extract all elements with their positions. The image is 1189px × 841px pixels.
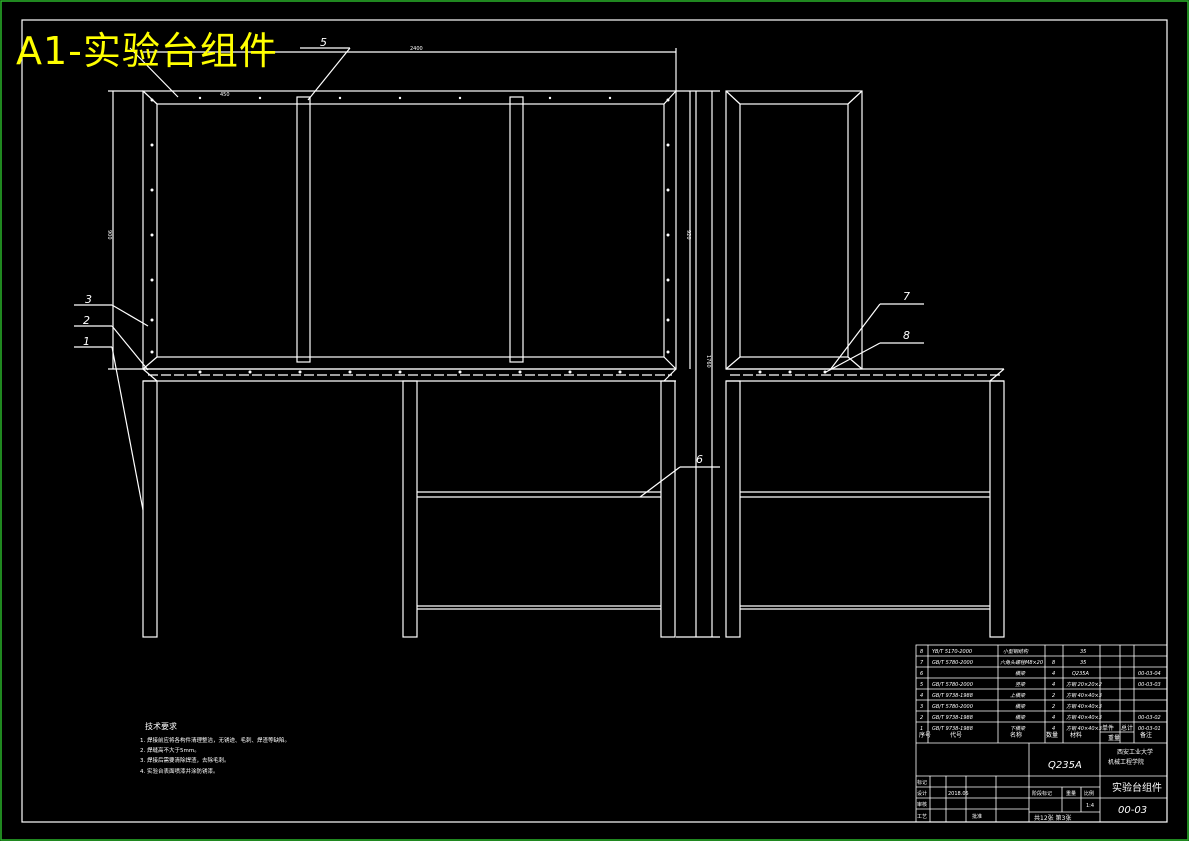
part-2-no: 2 — [920, 715, 923, 721]
hdr-qty: 数量 — [1046, 731, 1058, 739]
part-2-material: 方钢 40×40×3 — [1066, 714, 1102, 721]
part-5-no: 5 — [920, 682, 923, 688]
part-5-code: GB/T 5780-2000 — [932, 682, 973, 688]
part-1-note: 00-03-01 — [1138, 726, 1161, 732]
dim-top-width: 2400 — [410, 46, 423, 52]
part-3-qty: 2 — [1052, 704, 1055, 710]
material-label: Q235A — [1048, 760, 1082, 771]
scale-label: 比例 — [1084, 790, 1094, 797]
part-4-material: 方钢 40×40×3 — [1066, 692, 1102, 699]
callout-8: 8 — [903, 329, 910, 342]
part-5-material: 方钢 20×20×2 — [1066, 681, 1102, 688]
front-view — [74, 47, 720, 638]
part-4-code: GB/T 9738-1988 — [932, 693, 973, 699]
part-1-no: 1 — [920, 726, 923, 732]
part-4-no: 4 — [920, 693, 923, 699]
part-6-qty: 4 — [1052, 671, 1055, 677]
tech-item-3: 3. 焊接后需要清除焊渣，去除毛刺。 — [140, 756, 230, 764]
part-6-note: 00-03-04 — [1138, 671, 1161, 677]
part-3-no: 3 — [920, 704, 923, 710]
sheet-count: 共12张 第3张 — [1034, 814, 1071, 822]
design-date: 2018.05 — [948, 791, 969, 797]
callout-6: 6 — [696, 453, 703, 466]
dim-sub-spacing: 450 — [220, 92, 230, 98]
drawing-title: A1-实验台组件 — [16, 29, 278, 73]
hdr-name: 名称 — [1010, 731, 1022, 739]
row-process: 工艺 — [917, 814, 927, 820]
dept-name: 机械工程学院 — [1108, 758, 1144, 766]
bolt-dots — [150, 96, 670, 374]
part-2-note: 00-03-02 — [1138, 715, 1161, 721]
weight-label: 重量 — [1066, 790, 1076, 797]
drawing-no: 00-03 — [1118, 805, 1147, 816]
part-5-qty: 4 — [1052, 682, 1055, 688]
callout-7: 7 — [903, 290, 910, 303]
part-5-note: 00-03-03 — [1138, 682, 1161, 688]
part-2-code: GB/T 9738-1988 — [932, 715, 973, 721]
hdr-single: 单件 — [1102, 724, 1114, 732]
title-block-text: Q235A 西安工业大学 机械工程学院 实验台组件 00-03 阶段标记 重量 … — [917, 748, 1162, 822]
hdr-material: 材料 — [1070, 731, 1082, 739]
part-8-name: 小型钢结构 — [1003, 648, 1029, 655]
side-view — [725, 90, 1005, 638]
callout-5: 5 — [320, 36, 327, 49]
tech-item-4: 4. 实验台表面喷漆并涂防锈漆。 — [140, 767, 219, 775]
hdr-code: 代号 — [950, 731, 962, 739]
part-8-no: 8 — [920, 649, 923, 655]
part-2-name: 横梁 — [1015, 714, 1026, 721]
part-7-qty: 8 — [1052, 660, 1055, 666]
hdr-total: 总计 — [1121, 724, 1133, 732]
part-5-name: 竖梁 — [1015, 681, 1026, 688]
parts-header: 序号 代号 名称 数量 材料 单件 总计 重量 备注 — [919, 724, 1152, 742]
row-design: 设计 — [917, 790, 927, 797]
part-2-qty: 4 — [1052, 715, 1055, 721]
inner-border — [21, 19, 1168, 823]
title-block — [915, 644, 1168, 823]
row-review: 审核 — [917, 801, 927, 808]
part-6-material: Q235A — [1072, 671, 1089, 677]
tech-item-1: 1. 焊接前应将各构件清理整洁，无锈迹、毛刺、焊渣等缺陷。 — [140, 736, 290, 744]
part-4-name: 上横梁 — [1010, 692, 1026, 699]
part-3-code: GB/T 5780-2000 — [932, 704, 973, 710]
dim-right-upper: 920 — [685, 230, 691, 240]
hdr-no: 序号 — [919, 731, 931, 739]
parts-list: 8 YB/T 5170-2000 小型钢结构 35 7 GB/T 5780-20… — [920, 648, 1161, 721]
callout-2: 2 — [83, 314, 90, 327]
stage-label: 阶段标记 — [1032, 790, 1052, 797]
approve-label: 批准 — [972, 813, 982, 820]
dim-right-total: 1760 — [705, 355, 711, 368]
part-3-name: 横梁 — [1015, 703, 1026, 710]
part-6-name: 横梁 — [1015, 670, 1026, 677]
part-1-name: 下横梁 — [1010, 725, 1026, 732]
hdr-note: 备注 — [1140, 731, 1152, 739]
part-6-no: 6 — [920, 671, 923, 677]
tech-requirements: 技术要求 1. 焊接前应将各构件清理整洁，无锈迹、毛刺、焊渣等缺陷。 2. 焊缝… — [140, 721, 290, 775]
tech-item-2: 2. 焊缝高不大于5mm。 — [140, 746, 200, 754]
callout-3: 3 — [85, 293, 92, 306]
scale-value: 1:4 — [1086, 803, 1094, 809]
drawing-name: 实验台组件 — [1112, 781, 1162, 794]
part-1-qty: 4 — [1052, 726, 1055, 732]
tech-heading: 技术要求 — [145, 721, 177, 731]
part-1-material: 方钢 40×40×3 — [1066, 725, 1102, 732]
part-3-material: 方钢 40×40×3 — [1066, 703, 1102, 710]
school-name: 西安工业大学 — [1117, 748, 1153, 756]
part-7-material: 35 — [1080, 660, 1086, 666]
dim-left-height: 900 — [106, 230, 112, 240]
part-1-code: GB/T 9738-1988 — [932, 726, 973, 732]
callout-1: 1 — [83, 335, 90, 348]
part-4-qty: 2 — [1052, 693, 1055, 699]
part-7-no: 7 — [920, 660, 924, 666]
row-mark: 标记 — [917, 779, 927, 786]
part-8-material: 35 — [1080, 649, 1086, 655]
hdr-weight: 重量 — [1108, 734, 1120, 742]
part-7-name: 六角头螺栓M8×20 — [1000, 659, 1043, 666]
part-8-code: YB/T 5170-2000 — [932, 649, 972, 655]
part-7-code: GB/T 5780-2000 — [932, 660, 973, 666]
